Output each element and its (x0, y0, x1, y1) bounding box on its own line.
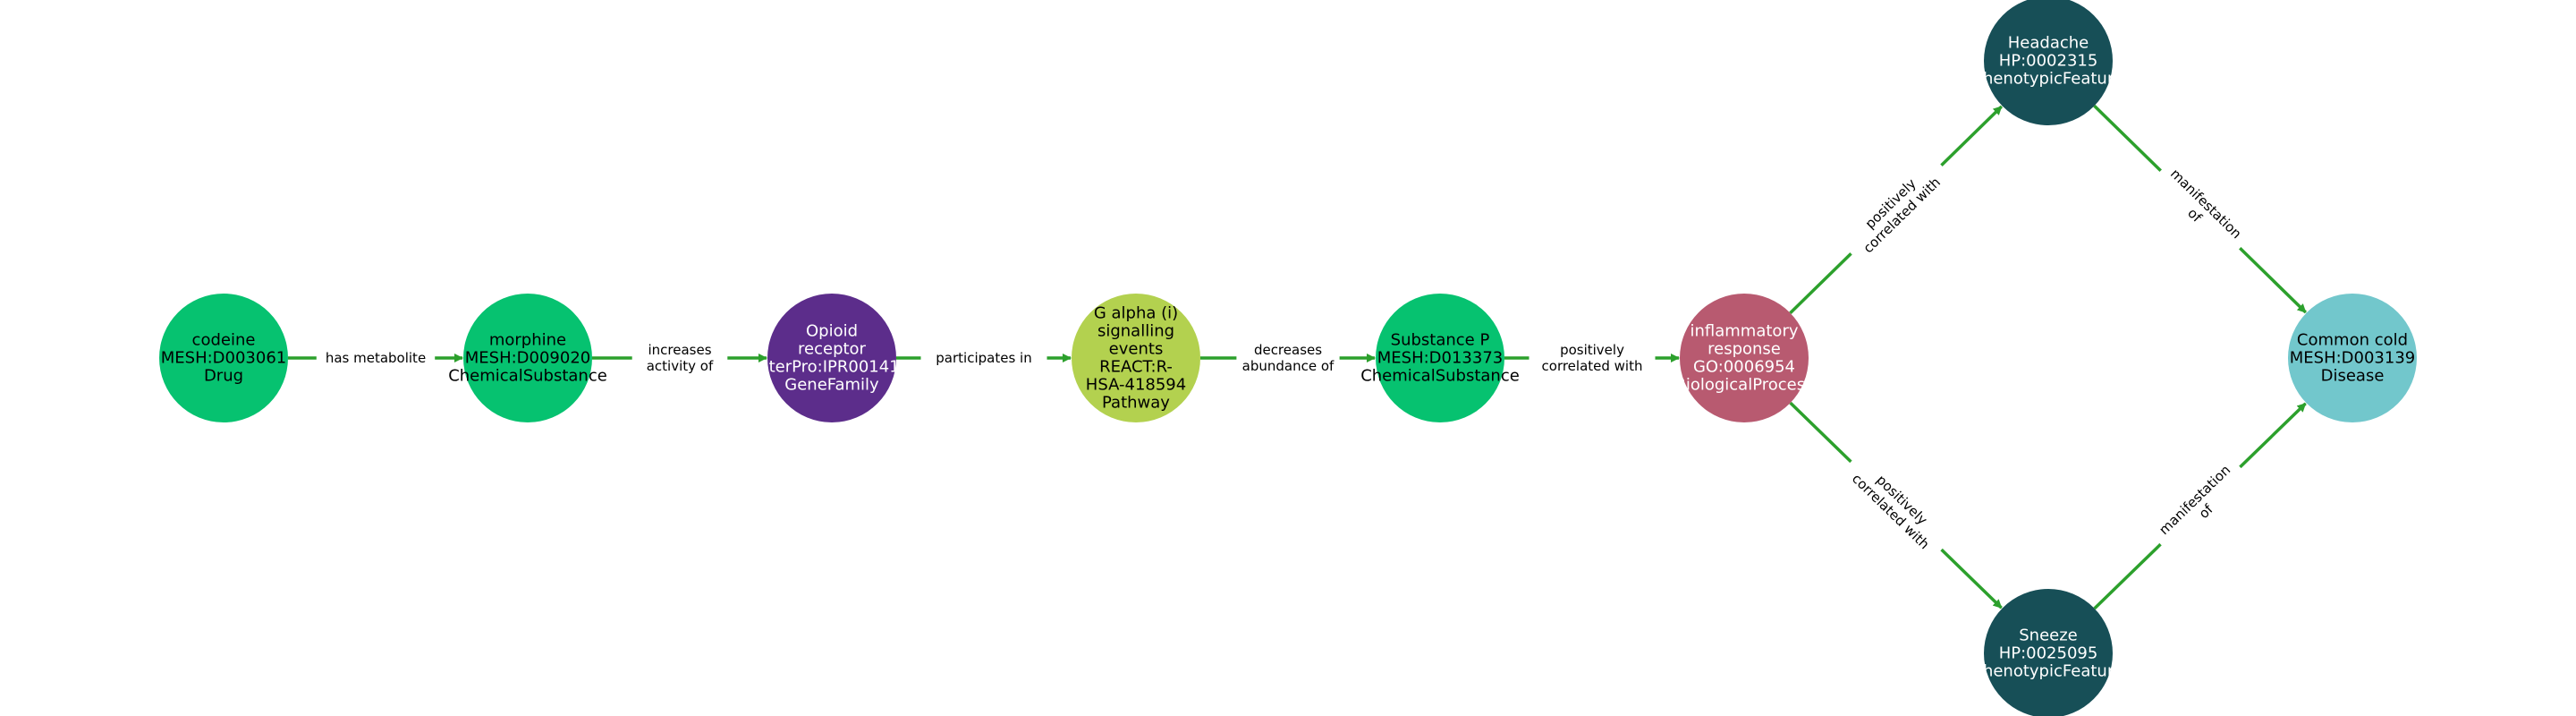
edge-label-background (631, 340, 728, 376)
node-label-line: HSA-418594 (1086, 376, 1186, 395)
edge-label-background (1529, 340, 1656, 376)
node-label-line: response (1707, 340, 1781, 359)
edge-label-background (2148, 454, 2253, 558)
node-label-line: Common cold (2297, 331, 2408, 350)
node-label-line: GeneFamily (784, 376, 879, 395)
node-label-line: inflammatory (1690, 322, 1799, 341)
edge-label-text: has metabolite (326, 350, 426, 366)
node-label-line: Sneeze (2019, 626, 2078, 645)
node-label-line: MESH:D013373 (1377, 349, 1504, 368)
edge-label-text: positively (1560, 342, 1624, 358)
node-circle[interactable] (1072, 294, 1200, 422)
node-circle[interactable] (1680, 294, 1809, 422)
edge-label-codeine-to-morphine: has metabolite (316, 348, 436, 368)
node-circle[interactable] (1984, 0, 2113, 125)
node-label-line: codeine (192, 331, 256, 350)
node-label-line: MESH:D003139 (2290, 349, 2416, 368)
node-label-line: BiologicalProcess (1674, 376, 1813, 395)
node-label-line: signalling (1097, 322, 1174, 341)
node-label-line: events (1109, 340, 1164, 359)
edge-label-text: abundance of (1242, 358, 1335, 374)
node-label-line: Substance P (1391, 331, 1490, 350)
node-label-line: MESH:D009020 (465, 349, 591, 368)
node-label-line: GO:0006954 (1693, 358, 1795, 377)
node-label-line: ChemicalSubstance (1360, 367, 1520, 386)
edge-label-text: correlated with (1542, 358, 1643, 374)
edge-label-background (316, 348, 436, 368)
node-label-line: Pathway (1102, 394, 1170, 413)
edge-label-background (1838, 448, 1954, 563)
node-label-line: Drug (204, 367, 243, 386)
node-inflammatory[interactable]: inflammatoryresponseGO:0006954Biological… (1674, 294, 1814, 422)
node-circle[interactable] (767, 294, 896, 422)
node-label-line: REACT:R- (1099, 358, 1173, 377)
node-label-line: InterPro:IPR001418 (754, 358, 910, 377)
node-label-line: HP:0025095 (1999, 644, 2098, 663)
node-circle[interactable] (1376, 294, 1504, 422)
node-opioid[interactable]: OpioidreceptorInterPro:IPR001418GeneFami… (754, 294, 910, 422)
node-circle[interactable] (2288, 294, 2417, 422)
node-label-line: HP:0002315 (1999, 52, 2098, 71)
node-label-line: ChemicalSubstance (448, 367, 607, 386)
edge-label-text: decreases (1254, 342, 1322, 358)
edge-label-text: activity of (647, 358, 714, 374)
node-label-line: morphine (489, 331, 566, 350)
node-label-line: PhenotypicFeature (1973, 70, 2123, 89)
node-circle[interactable] (463, 294, 592, 422)
node-label-line: PhenotypicFeature (1973, 662, 2123, 681)
node-label-line: Headache (2008, 34, 2089, 53)
edge-label-text: increases (648, 342, 711, 358)
edge-label-opioid-to-galpha: participates in (920, 348, 1047, 368)
node-label-line: receptor (798, 340, 867, 359)
edge-label-background (2148, 158, 2253, 261)
edge-label-background (1838, 152, 1954, 267)
node-label-line: G alpha (i) (1094, 304, 1178, 323)
node-label-line: MESH:D003061 (161, 349, 287, 368)
edge-label-background (920, 348, 1047, 368)
node-galpha[interactable]: G alpha (i)signallingeventsREACT:R-HSA-4… (1072, 294, 1200, 422)
node-circle[interactable] (1984, 589, 2113, 716)
node-label-line: Disease (2321, 367, 2385, 386)
node-circle[interactable] (159, 294, 288, 422)
node-label-line: Opioid (806, 322, 858, 341)
edge-label-background (1236, 340, 1340, 376)
edge-label-text: participates in (936, 350, 1031, 366)
